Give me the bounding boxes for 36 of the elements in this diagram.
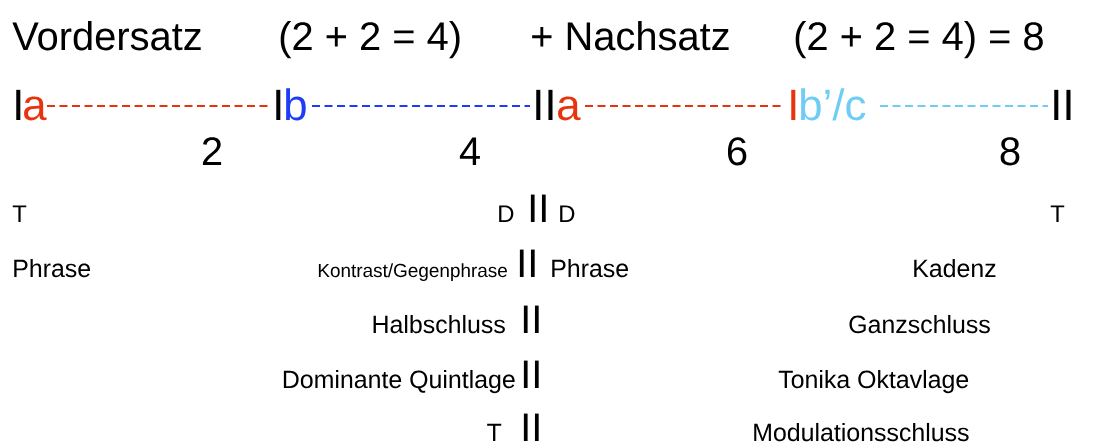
term-label: Phrase	[552, 258, 628, 278]
section-letter: b’/c	[801, 88, 866, 121]
barline-sign: II	[523, 360, 539, 388]
harmony-label: T	[12, 205, 27, 222]
harmony-label: T	[487, 423, 502, 441]
term-label: Ganzschluss	[849, 314, 990, 334]
barline-sign: II	[536, 89, 553, 120]
heading-text: (2 + 2 = 4) = 8	[795, 21, 1043, 59]
barline-sign: II	[523, 413, 539, 441]
section-letter: a	[558, 96, 581, 121]
harmony-label: T	[1050, 205, 1065, 222]
barline-sign: I	[791, 89, 796, 120]
bar-number: 6	[727, 137, 747, 166]
term-label: Halbschluss	[373, 314, 505, 334]
heading-text: Vordersatz	[12, 21, 201, 51]
term-label: Kadenz	[914, 258, 996, 278]
term-label: Dominante Quintlage	[283, 369, 515, 394]
harmony-label: D	[499, 205, 514, 222]
term-label: Modulationsschluss	[754, 422, 969, 442]
barline-sign: I	[276, 89, 281, 120]
barline-sign: II	[530, 194, 546, 222]
harmony-label: D	[560, 205, 575, 222]
bar-number: 4	[459, 137, 480, 165]
term-label: Tonika Oktavlage	[778, 369, 969, 394]
term-label: Kontrast/Gegenphrase	[318, 263, 507, 281]
barline-sign: II	[523, 305, 539, 333]
term-label: Phrase	[14, 258, 90, 278]
heading-text: + Nachsatz	[532, 21, 729, 51]
barline-sign: II	[519, 249, 535, 277]
barline-sign: I	[16, 89, 21, 120]
heading-text: (2 + 2 = 4)	[280, 21, 460, 59]
barline-sign: II	[1054, 89, 1071, 120]
section-letter: b	[286, 88, 306, 121]
section-letter: a	[24, 96, 47, 121]
bar-number: 2	[202, 137, 222, 165]
bar-number: 8	[1000, 137, 1020, 166]
